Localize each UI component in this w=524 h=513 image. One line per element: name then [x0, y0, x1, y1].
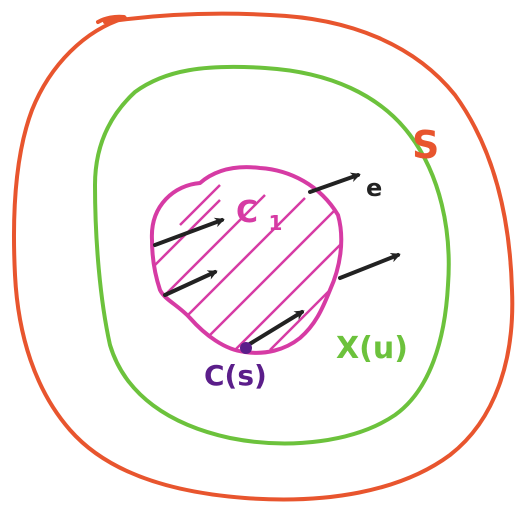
label-X-u: X(u) [336, 331, 408, 366]
inner-set-hatching [151, 184, 342, 351]
label-e: e [366, 174, 382, 202]
inner-set-C1-boundary [149, 165, 344, 355]
label-S: S [412, 123, 439, 167]
vector-arrow [153, 217, 225, 247]
hatch-line [179, 184, 221, 226]
vector-arrow [308, 172, 361, 194]
label-C1-main: C [236, 195, 258, 230]
outer-set-S-boundary [11, 11, 515, 502]
vector-arrow [338, 252, 401, 280]
label-C1: C 1 [236, 195, 282, 235]
hatch-line [234, 239, 342, 351]
vector-arrow [246, 310, 305, 347]
hatch-line [159, 194, 266, 301]
hatch-line [184, 197, 306, 319]
boundary-point-Cs [240, 342, 252, 354]
middle-set-X-boundary [92, 64, 451, 446]
vector-arrow [163, 270, 218, 297]
label-Cs: C(s) [204, 359, 267, 392]
outer-set-S-hook [96, 14, 126, 24]
label-C1-subscript: 1 [268, 211, 282, 235]
hatch-line [204, 209, 336, 341]
